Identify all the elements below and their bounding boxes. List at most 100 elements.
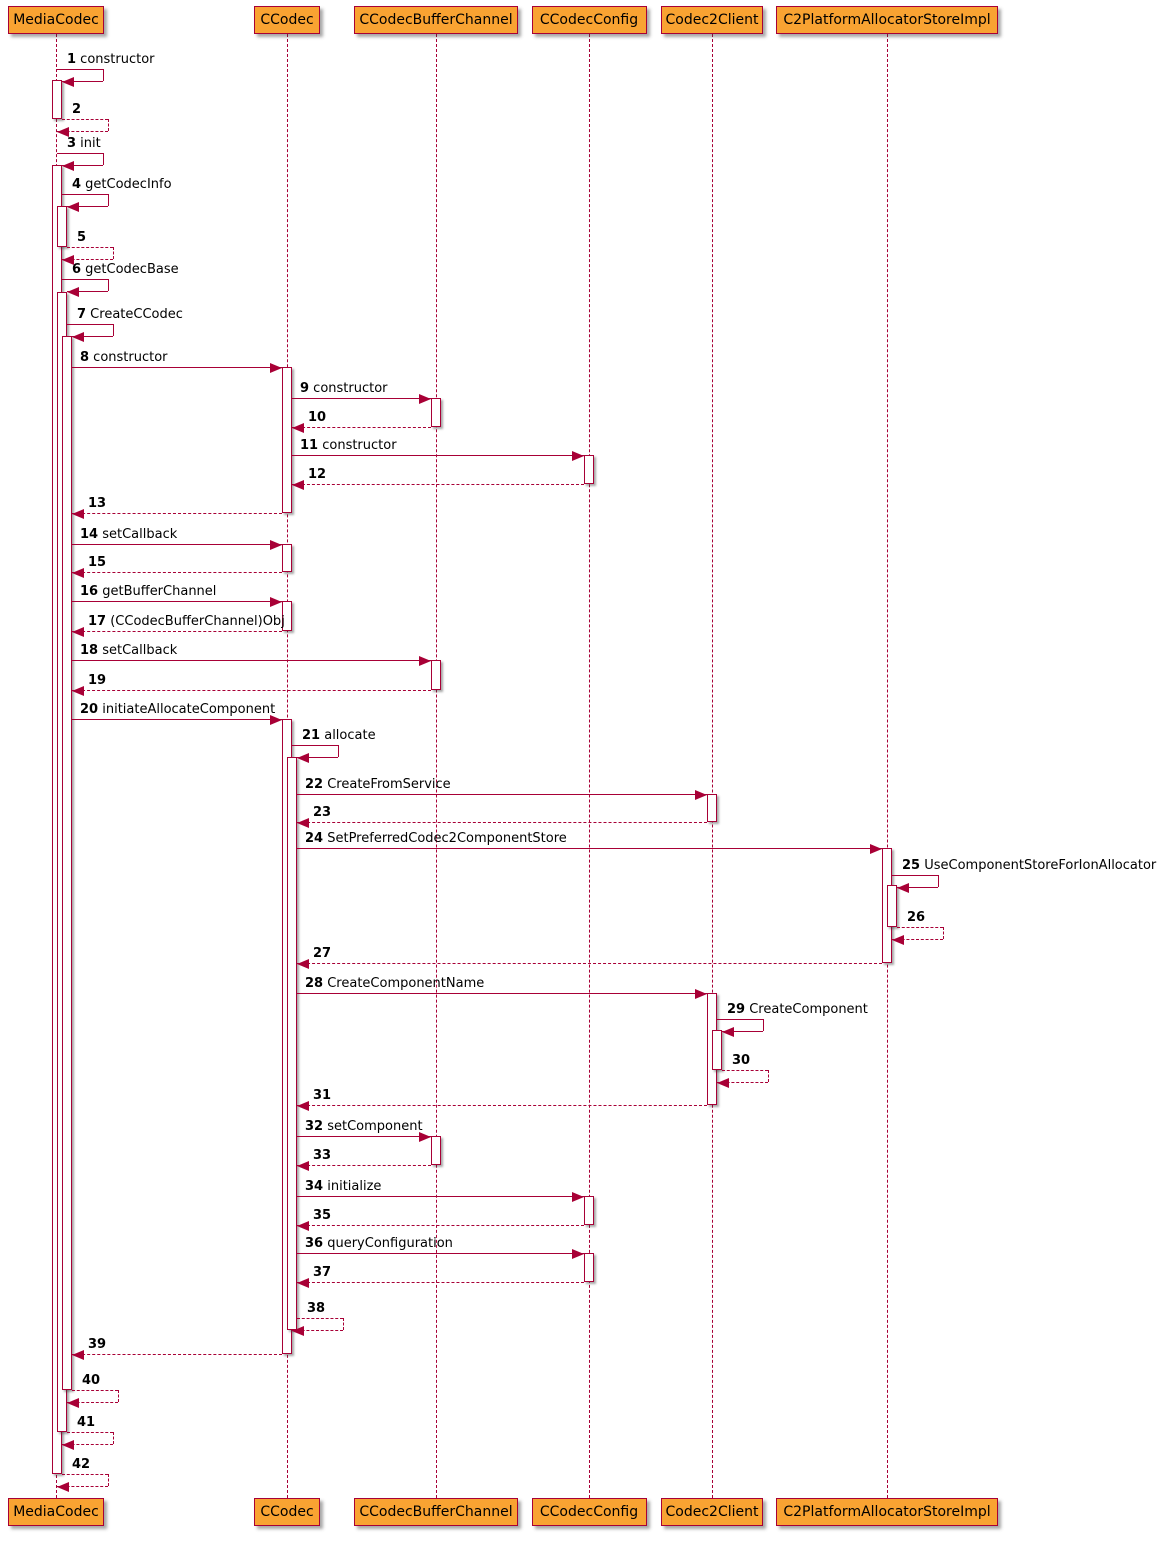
message-line-8: [72, 367, 282, 368]
message-number: 4: [72, 177, 82, 192]
message-line-15: [72, 572, 282, 573]
message-number: 13: [88, 496, 107, 511]
activation-CCodecBufferChannel-11: [431, 660, 441, 690]
message-line-28: [297, 993, 707, 994]
message-line-27: [297, 963, 882, 964]
lifeline-C2PlatformAllocatorStoreImpl: [887, 34, 888, 1498]
message-line-10: [292, 427, 431, 428]
arrowhead-22: [695, 790, 707, 800]
message-line-5: [67, 247, 113, 248]
arrowhead-13: [72, 509, 84, 519]
arrowhead-37: [297, 1278, 309, 1288]
arrowhead-40: [67, 1398, 79, 1408]
message-label-12: 12: [308, 467, 326, 483]
activation-CCodec-6: [282, 544, 292, 572]
message-number: 7: [77, 307, 87, 322]
message-loop-41: [113, 1432, 114, 1444]
activation-CCodec-7: [282, 601, 292, 631]
arrowhead-20: [270, 715, 282, 725]
message-line-13: [72, 513, 282, 514]
message-number: 42: [72, 1457, 91, 1472]
message-label-28: 28 CreateComponentName: [305, 976, 485, 991]
message-label-15: 15: [88, 555, 106, 571]
message-number: 27: [313, 946, 332, 961]
message-line-bottom-2: [57, 131, 108, 132]
arrowhead-38: [292, 1326, 304, 1336]
message-loop-29: [763, 1019, 764, 1031]
message-label-36: 36 queryConfiguration: [305, 1236, 453, 1251]
arrowhead-8: [270, 363, 282, 373]
arrowhead-5: [62, 255, 74, 265]
message-line-bottom-21: [297, 757, 338, 758]
participant-label: CCodec: [260, 1504, 314, 1520]
activation-C2PlatformAllocatorStoreImpl-20: [887, 885, 897, 927]
activation-CCodecConfig-14: [584, 1196, 594, 1225]
message-label-6: 6 getCodecBase: [72, 262, 179, 277]
message-number: 2: [72, 102, 82, 117]
activation-MediaCodec-2: [57, 206, 67, 247]
message-loop-26: [943, 927, 944, 939]
message-line-31: [297, 1105, 707, 1106]
message-line-bottom-7: [72, 336, 113, 337]
message-number: 33: [313, 1148, 332, 1163]
message-label-23: 23: [313, 805, 331, 821]
message-loop-6: [108, 279, 109, 291]
arrowhead-29: [722, 1027, 734, 1037]
arrowhead-34: [572, 1192, 584, 1202]
message-label-39: 39: [88, 1337, 106, 1353]
header-participant-Codec2Client: Codec2Client: [661, 6, 763, 34]
message-line-11: [292, 455, 584, 456]
message-number: 15: [88, 555, 107, 570]
message-line-bottom-38: [292, 1330, 343, 1331]
message-number: 32: [305, 1119, 324, 1134]
arrowhead-36: [572, 1249, 584, 1259]
arrowhead-35: [297, 1221, 309, 1231]
message-loop-4: [108, 194, 109, 206]
message-number: 41: [77, 1415, 96, 1430]
message-line-bottom-25: [897, 887, 938, 888]
message-line-bottom-42: [57, 1486, 108, 1487]
message-label-27: 27: [313, 946, 331, 962]
message-number: 9: [300, 381, 310, 396]
message-line-bottom-26: [892, 939, 943, 940]
message-label-20: 20 initiateAllocateComponent: [80, 702, 276, 717]
activation-CCodec-9: [287, 757, 297, 1330]
footer-participant-CCodec: CCodec: [254, 1498, 320, 1526]
footer-participant-CCodecConfig: CCodecConfig: [531, 1498, 647, 1526]
activation-MediaCodec-4: [62, 336, 72, 1390]
message-number: 16: [80, 584, 99, 599]
message-label-2: 2: [72, 102, 81, 118]
arrowhead-17: [72, 627, 84, 637]
arrowhead-41: [62, 1440, 74, 1450]
message-line-bottom-40: [67, 1402, 118, 1403]
arrowhead-26: [892, 935, 904, 945]
message-number: 18: [80, 643, 99, 658]
participant-label: C2PlatformAllocatorStoreImpl: [783, 12, 991, 28]
message-label-29: 29 CreateComponent: [727, 1002, 868, 1017]
message-label-26: 26: [907, 910, 925, 926]
message-loop-3: [103, 153, 104, 165]
message-label-40: 40: [82, 1373, 100, 1389]
activation-CCodecBufferChannel-12: [431, 1136, 441, 1165]
message-number: 10: [308, 410, 327, 425]
message-line-24: [297, 848, 882, 849]
message-label-35: 35: [313, 1208, 331, 1224]
message-line-26: [897, 927, 943, 928]
message-loop-5: [113, 247, 114, 259]
arrowhead-3: [62, 161, 74, 171]
message-number: 20: [80, 702, 99, 717]
message-label-21: 21 allocate: [302, 728, 376, 743]
message-number: 8: [80, 350, 90, 365]
message-label-11: 11 constructor: [300, 438, 397, 453]
participant-label: CCodecBufferChannel: [359, 1504, 513, 1520]
message-line-23: [297, 822, 707, 823]
message-label-10: 10: [308, 410, 326, 426]
participant-label: CCodecConfig: [539, 12, 639, 28]
arrowhead-2: [57, 127, 69, 137]
message-loop-1: [103, 69, 104, 81]
arrowhead-27: [297, 959, 309, 969]
message-line-35: [297, 1225, 584, 1226]
message-line-bottom-3: [62, 165, 103, 166]
arrowhead-19: [72, 686, 84, 696]
activation-MediaCodec-0: [52, 80, 62, 119]
